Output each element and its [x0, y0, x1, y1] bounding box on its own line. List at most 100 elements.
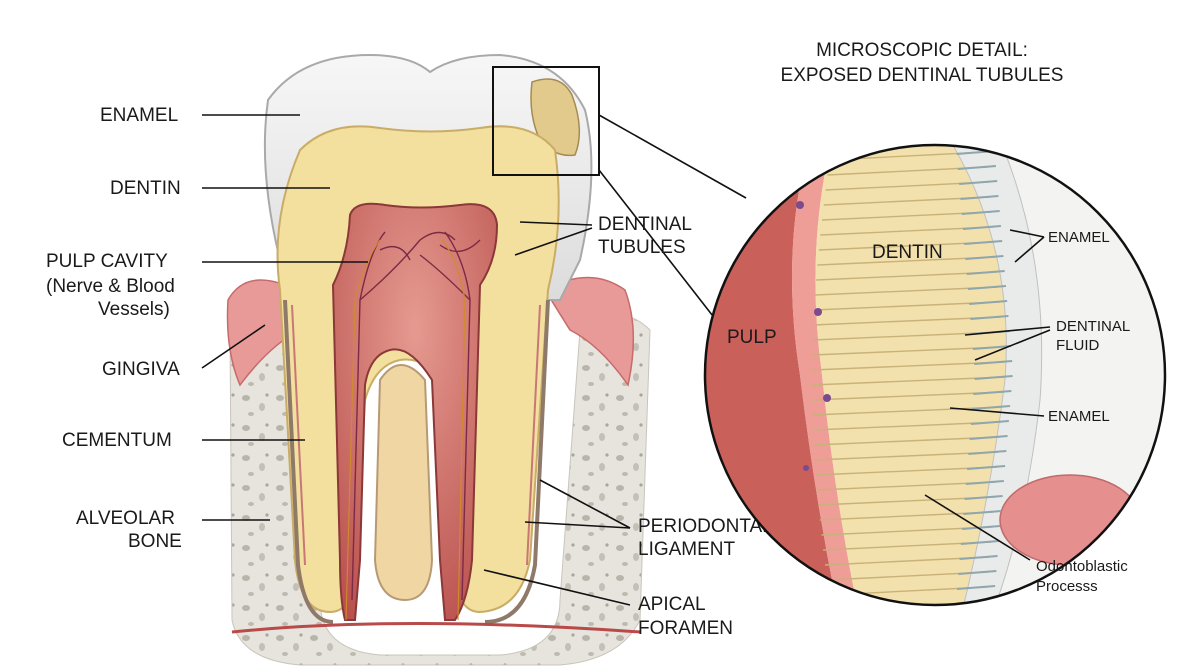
detail-label-enamel-top: ENAMEL: [1048, 229, 1110, 246]
label-ligament: LIGAMENT: [638, 539, 736, 560]
dentinal-fluid-tip: [967, 465, 1006, 470]
pulp-cavity-shape: [331, 202, 499, 621]
dentinal-fluid-tip: [962, 225, 1001, 230]
dentinal-fluid-tip: [974, 360, 1013, 365]
dentinal-tubule: [812, 406, 1003, 416]
nerve-fibers: [345, 239, 466, 621]
dentinal-fluid-tip: [974, 375, 1013, 380]
detail-label-odontoblastic-2: Processs: [1036, 578, 1098, 595]
dentinal-fluid-tip: [973, 390, 1012, 395]
detail-cell: [796, 201, 804, 209]
magnify-connector-bottom: [598, 169, 717, 321]
leader-periodontal-1: [539, 479, 631, 529]
dentinal-tubule: [813, 436, 1000, 446]
dentinal-fluid-tip: [969, 435, 1008, 440]
detail-title-line1: MICROSCOPIC DETAIL:: [816, 40, 1028, 61]
detail-tubules: [811, 150, 1013, 596]
gingiva-right: [543, 276, 635, 387]
label-periodontal: PERIODONTAL: [638, 516, 773, 537]
dentinal-fluid-tip: [960, 195, 999, 200]
label-cementum: CEMENTUM: [62, 430, 172, 451]
dentinal-fluid-tip: [964, 495, 1003, 500]
detail-cell: [803, 465, 809, 471]
detail-label-dentinal-fluid-1: DENTINAL: [1056, 318, 1130, 335]
label-pulp-cavity-sub1: (Nerve & Blood: [46, 276, 175, 297]
label-foramen: FORAMEN: [638, 618, 733, 639]
leader-detail-enamel-bottom: [949, 407, 1045, 417]
detail-label-odontoblastic-1: Odontoblastic: [1036, 558, 1128, 575]
dentinal-fluid-tip: [969, 300, 1008, 305]
dentinal-fluid-tip: [962, 525, 1001, 530]
dentinal-fluid-tip: [958, 570, 997, 575]
dentinal-fluid-tip: [960, 540, 999, 545]
cementum-shape: [283, 299, 550, 624]
dentinal-fluid-tip: [957, 165, 996, 170]
dentinal-tubule: [812, 331, 1002, 341]
detail-cell: [814, 308, 822, 316]
label-tubules: TUBULES: [598, 237, 686, 258]
dentinal-tubule: [814, 451, 999, 461]
leader-detail-enamel-top-1: [1009, 229, 1045, 238]
leader-apical-foramen: [483, 569, 631, 606]
dentinal-tubule: [812, 391, 1004, 401]
tooth-illustration: [226, 53, 651, 666]
dentinal-fluid-tip: [966, 270, 1005, 275]
leader-dentinal-tubules-2: [514, 227, 593, 256]
dentinal-tubule: [813, 316, 1001, 326]
dentinal-fluid-tip: [970, 315, 1009, 320]
label-dentin: DENTIN: [110, 178, 181, 199]
dentinal-fluid-tip: [961, 210, 1000, 215]
dentinal-fluid-tip: [959, 180, 998, 185]
leader-dentinal-tubules-1: [519, 221, 593, 226]
detail-title-line2: EXPOSED DENTINAL TUBULES: [781, 65, 1064, 86]
detail-odontoblast-layer: [792, 145, 860, 605]
label-gingiva: GINGIVA: [102, 359, 180, 380]
dentinal-tubule: [811, 376, 1005, 386]
detail-label-pulp: PULP: [727, 327, 777, 348]
dentinal-tubule: [813, 421, 1001, 431]
dentinal-fluid-tip: [972, 345, 1011, 350]
leader-dentinal-fluid-2: [974, 329, 1051, 361]
dentinal-fluid-tip: [965, 480, 1004, 485]
label-pulp-cavity-sub2: Vessels): [98, 299, 170, 320]
dentinal-tubule: [816, 271, 997, 281]
magnify-connector-top: [598, 114, 747, 199]
dentinal-tubule: [814, 286, 998, 296]
label-bone: BONE: [128, 531, 182, 552]
leader-detail-enamel-top-2: [1014, 236, 1045, 263]
dentinal-tubule: [812, 361, 1005, 371]
dentinal-fluid-tip: [959, 555, 998, 560]
detail-label-dentinal-fluid-2: FLUID: [1056, 337, 1100, 354]
label-enamel: ENAMEL: [100, 105, 178, 126]
leader-gingiva: [201, 324, 266, 369]
detail-label-dentin: DENTIN: [872, 242, 943, 263]
leader-dentinal-fluid-1: [964, 326, 1051, 336]
dentinal-tubule: [812, 346, 1003, 356]
dentinal-fluid-tip: [967, 285, 1006, 290]
label-pulp-cavity: PULP CAVITY: [46, 251, 168, 272]
root-canal-inner: [373, 364, 434, 602]
microscopic-circle-border: [703, 143, 1167, 607]
dentinal-tubule: [815, 466, 998, 476]
detail-dentin: [815, 145, 1007, 605]
dentinal-fluid-tip: [963, 510, 1002, 515]
dentinal-fluid-tip: [968, 450, 1007, 455]
dentinal-fluid-tip: [957, 585, 996, 590]
dentinal-fluid-tip: [965, 255, 1004, 260]
dentinal-fluid-tip: [964, 240, 1003, 245]
leader-periodontal-2: [524, 521, 631, 529]
enamel-chip: [530, 78, 581, 157]
apical-vessel: [231, 622, 641, 634]
detail-cell: [823, 394, 831, 402]
dentinal-fluid-tip: [972, 405, 1011, 410]
dentinal-tubule: [814, 301, 1000, 311]
magnify-box: [492, 66, 600, 176]
leader-odontoblastic: [924, 494, 1031, 561]
label-dentinal: DENTINAL: [598, 214, 692, 235]
detail-gum-bump: [999, 474, 1141, 566]
label-apical: APICAL: [638, 594, 706, 615]
detail-label-enamel-bottom: ENAMEL: [1048, 408, 1110, 425]
label-alveolar: ALVEOLAR: [76, 508, 175, 529]
dentinal-fluid-tip: [970, 420, 1009, 425]
